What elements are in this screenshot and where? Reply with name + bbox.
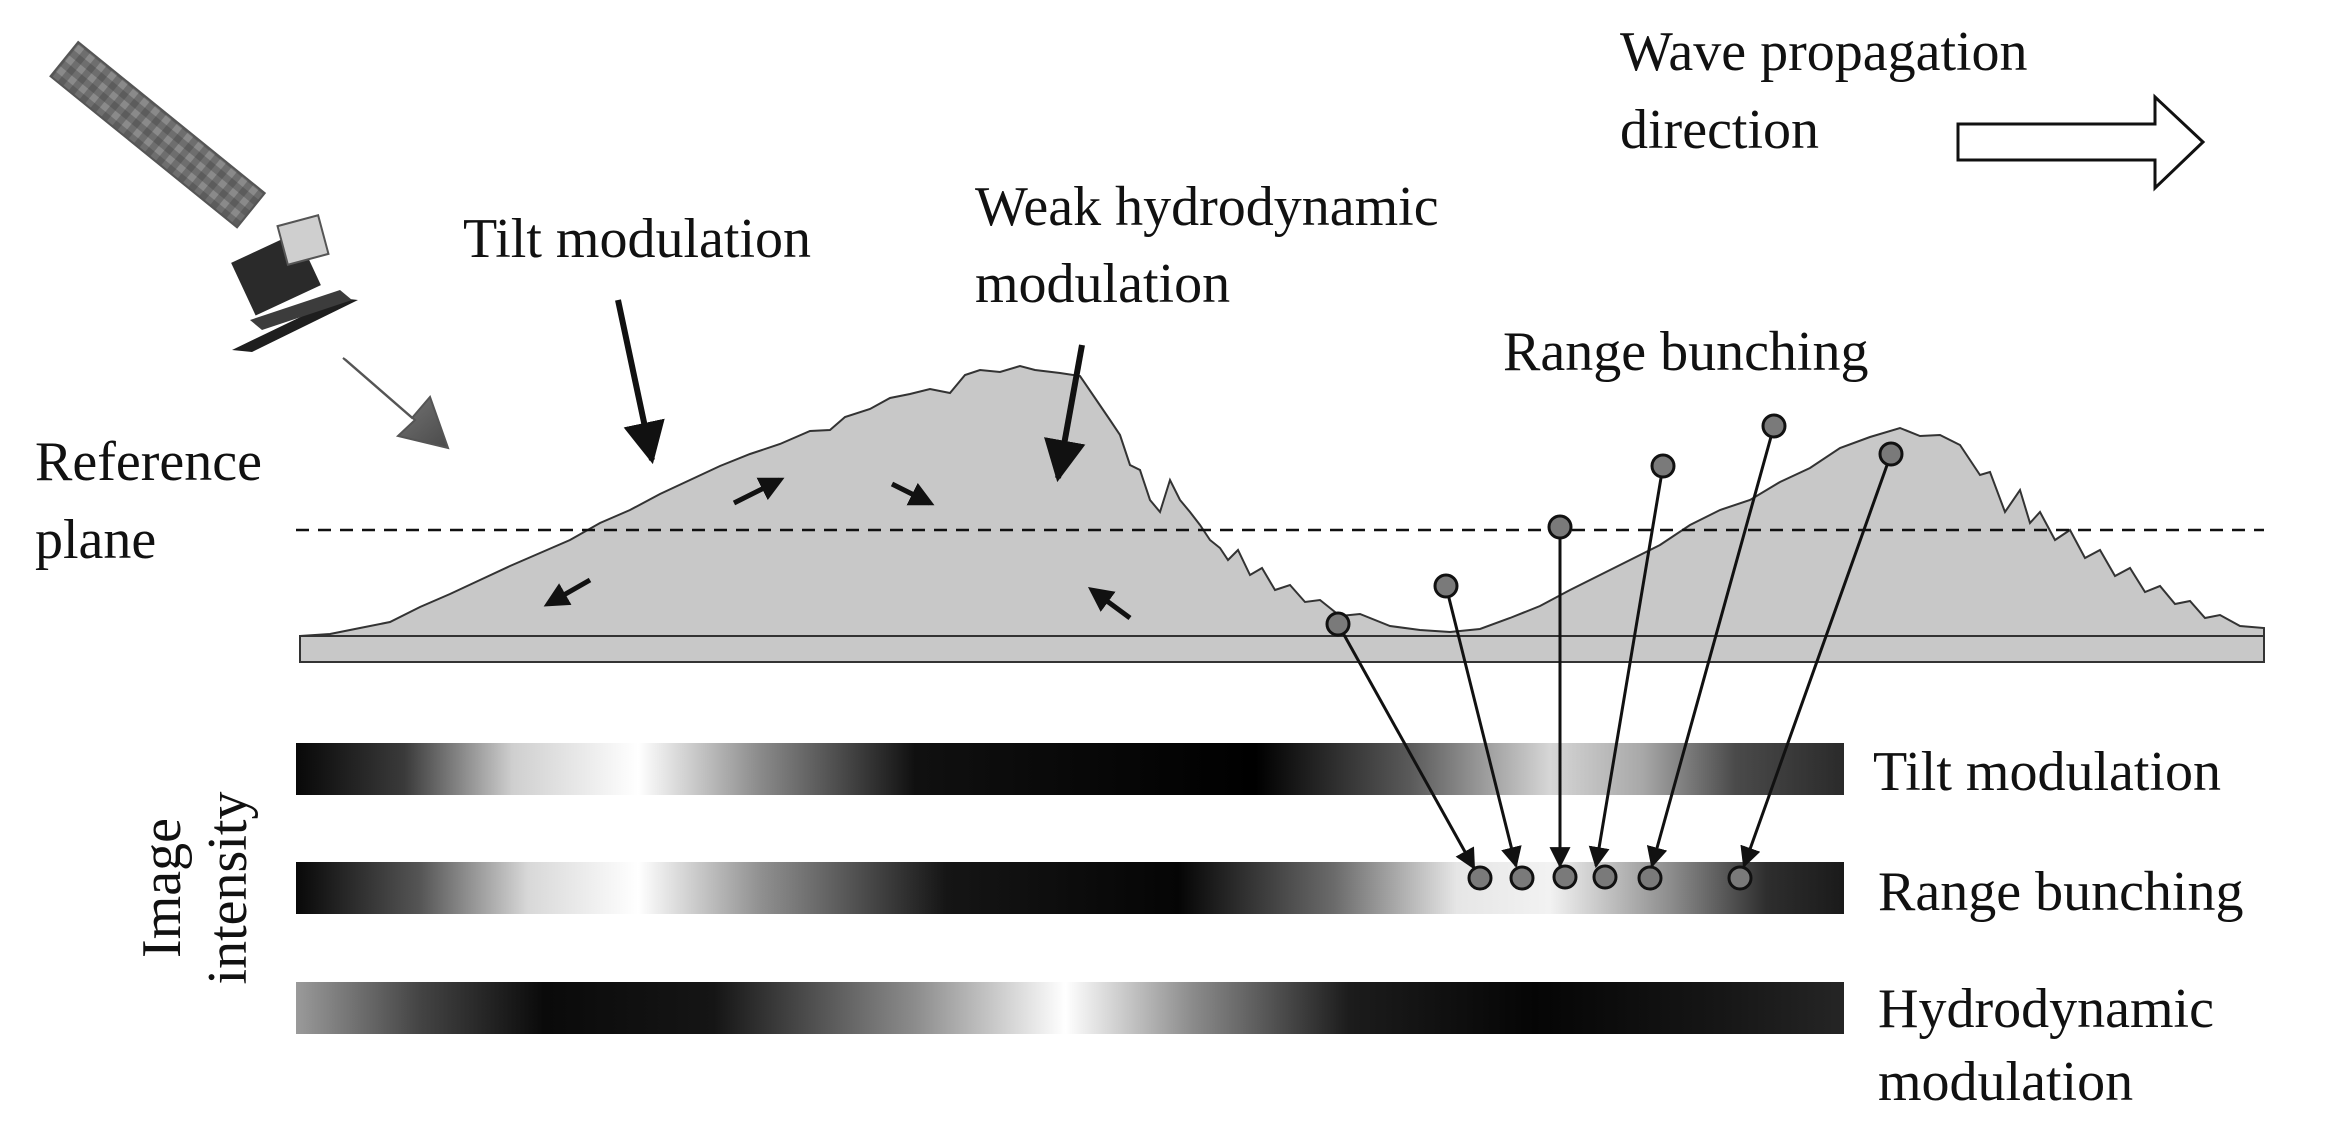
reference-plane-label-line2: plane bbox=[35, 509, 156, 571]
range-bunching-mapping bbox=[1336, 425, 1893, 870]
surface-points bbox=[1325, 413, 1904, 637]
weak-hydrodynamic-label-line1: Weak hydrodynamic bbox=[975, 176, 1439, 238]
strip-tilt-modulation bbox=[296, 743, 1844, 795]
satellite-icon bbox=[49, 40, 358, 352]
radar-beam-arrow-icon bbox=[342, 357, 450, 450]
tilt-modulation-label: Tilt modulation bbox=[463, 208, 811, 270]
strip-label-range-bunching: Range bunching bbox=[1878, 861, 2243, 923]
strip-label-tilt-modulation: Tilt modulation bbox=[1873, 741, 2221, 803]
wave-surface bbox=[299, 364, 2265, 637]
reference-plane-label-line1: Reference bbox=[35, 431, 262, 493]
range-bunching-label: Range bunching bbox=[1503, 321, 1868, 383]
slope-arrows bbox=[543, 477, 1132, 621]
weak-hydrodynamic-label-line2: modulation bbox=[975, 253, 1230, 315]
tilt-modulation-pointer-arrow bbox=[615, 299, 665, 465]
strip-range-bunching bbox=[296, 862, 1844, 914]
weak-hydrodynamic-pointer-arrow bbox=[1044, 344, 1086, 483]
image-intensity-label-line1: Image bbox=[131, 818, 193, 958]
image-points bbox=[1467, 864, 1753, 891]
strip-label-hydrodynamic-line2: modulation bbox=[1878, 1051, 2133, 1113]
strip-label-hydrodynamic-line1: Hydrodynamic bbox=[1878, 978, 2214, 1040]
wave-direction-arrow-icon bbox=[1956, 93, 2206, 192]
strip-hydrodynamic-modulation bbox=[296, 982, 1844, 1034]
wave-profile bbox=[299, 364, 2265, 663]
wave-direction-label-line1: Wave propagation bbox=[1620, 21, 2028, 83]
image-intensity-label-line2: intensity bbox=[197, 792, 259, 985]
image-intensity-label: Image intensity bbox=[131, 792, 259, 985]
wave-direction-label-line2: direction bbox=[1620, 99, 1819, 161]
